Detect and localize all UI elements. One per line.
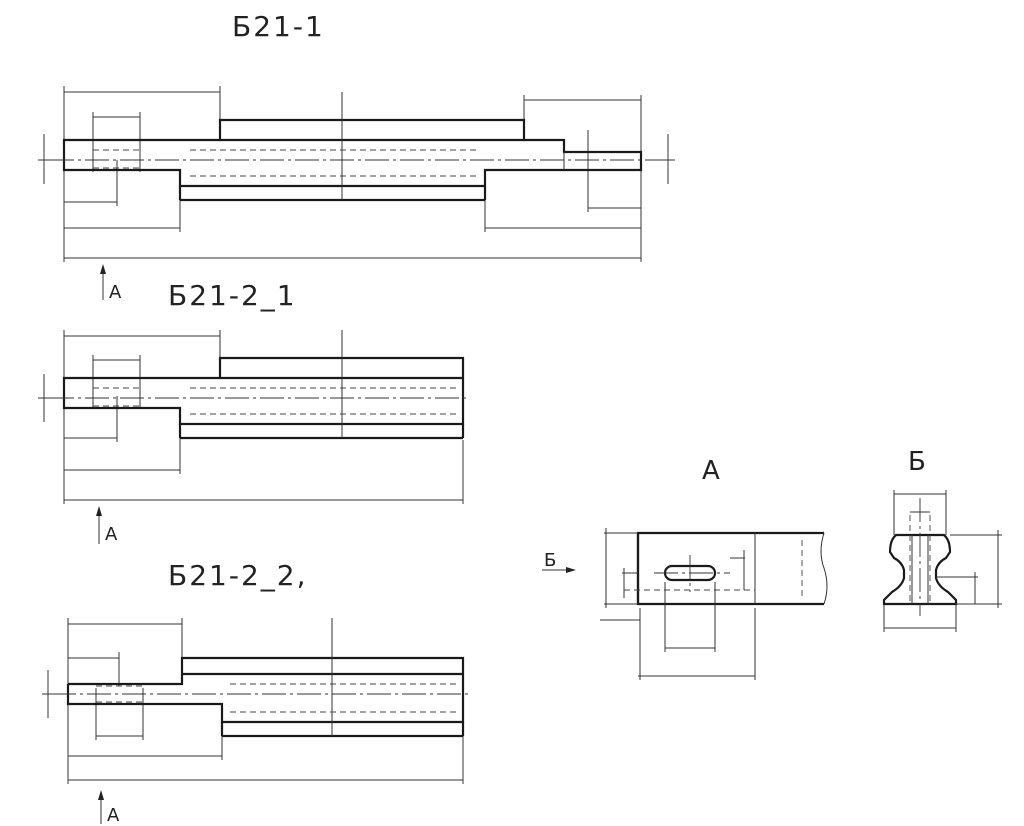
view-a-label: А [702,456,720,486]
drawing-title: Б21-2_2, [168,559,307,592]
dimension-lines [883,490,1002,632]
dimension-lines [600,528,756,680]
svg-text:А: А [105,524,118,545]
drawing-title: Б21-1 [232,10,325,43]
svg-text:А: А [107,805,120,826]
view-b-label: Б [908,447,926,477]
view-b: Б [882,447,1002,632]
dimension-lines [42,618,464,784]
rail-profile-b21-1 [62,92,643,202]
drawing-title: Б21-2_1 [168,279,297,312]
svg-text:Б: Б [544,550,556,571]
dimension-lines [38,330,464,504]
dimension-lines [38,86,675,262]
view-arrow-a: А [98,790,120,826]
drawing-b21-2-1: Б21-2_1 [38,279,470,545]
rail-end-view [624,531,828,606]
rail-profile-b21-2-1 [62,330,465,440]
section-marker-b: Б [542,550,576,573]
view-a: А Б [542,456,828,680]
view-arrow-a: А [96,506,118,545]
drawing-b21-1: Б21-1 [38,10,675,303]
rail-cross-section [882,498,958,616]
view-arrow-a: А [100,264,122,303]
rail-profile-b21-2-2 [66,618,465,738]
drawing-b21-2-2: Б21-2_2, [42,559,470,826]
svg-text:А: А [109,282,122,303]
